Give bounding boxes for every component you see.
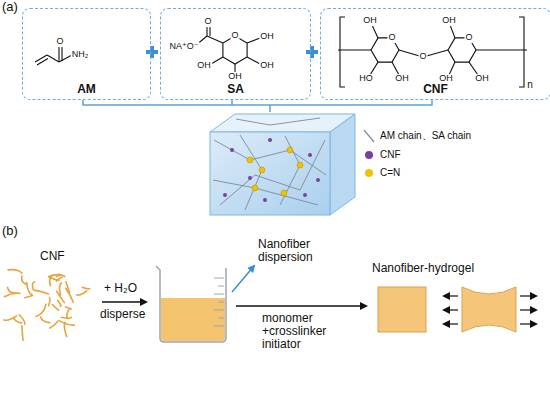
atom-label: NA⁺O⁻ xyxy=(168,42,199,52)
atom-label: OH xyxy=(259,32,275,42)
product-label: Nanofiber-hydrogel xyxy=(372,262,474,275)
atom-label: OH xyxy=(441,16,457,26)
hydrogel-cube xyxy=(210,114,355,215)
legend-text: CNF xyxy=(380,149,401,161)
atom-label: O xyxy=(464,33,473,43)
compound-name: AM xyxy=(23,82,150,96)
atom-label: OH xyxy=(362,16,378,26)
legend-text: C=N xyxy=(380,167,400,179)
atom-label: O xyxy=(230,31,239,41)
step-label: + H₂O xyxy=(104,282,137,295)
atom-label: OH xyxy=(227,72,243,82)
merge-bracket xyxy=(83,100,432,112)
step-label: disperse xyxy=(100,308,145,321)
atom-label: O xyxy=(55,37,64,47)
am-structure xyxy=(35,46,72,65)
cnf-fibers xyxy=(4,270,90,341)
atom-label: NH₂ xyxy=(71,50,90,60)
sa-structure xyxy=(195,24,260,74)
atom-label: OH xyxy=(259,61,275,71)
atom-label: O xyxy=(203,17,212,27)
legend-line-sample xyxy=(364,130,374,142)
panel-label: (a) xyxy=(2,0,18,14)
atom-label: O xyxy=(387,33,396,43)
step-label: Nanofiber dispersion xyxy=(258,238,338,264)
arrow xyxy=(232,266,254,292)
atom-label: O xyxy=(418,52,427,62)
structure-box: CNF xyxy=(320,8,550,100)
compound-name: CNF xyxy=(321,82,550,96)
legend-text: AM chain、SA chain xyxy=(380,130,471,142)
atom-label: OH xyxy=(474,74,490,84)
step-label: monomer +crosslinker initiator xyxy=(262,312,354,352)
legend-swatch xyxy=(364,168,374,178)
atom-label: OH xyxy=(394,74,410,84)
compound-name: SA xyxy=(161,82,310,96)
stretch-arrows xyxy=(444,296,536,324)
material-label: CNF xyxy=(40,250,65,263)
hydrogel-sample xyxy=(378,287,426,332)
legend-swatch xyxy=(364,150,374,160)
atom-label: OH xyxy=(438,74,454,84)
structure-box: SA xyxy=(160,8,311,100)
stretched-hydrogel xyxy=(462,287,516,332)
repeat-index: n xyxy=(526,79,534,90)
beaker xyxy=(156,266,226,342)
arrow xyxy=(102,301,146,302)
panel-label: (b) xyxy=(2,224,18,238)
cnf-structure xyxy=(338,17,527,87)
arrow xyxy=(236,305,366,306)
atom-label: HO xyxy=(358,74,374,84)
atom-label: OH xyxy=(196,61,212,71)
